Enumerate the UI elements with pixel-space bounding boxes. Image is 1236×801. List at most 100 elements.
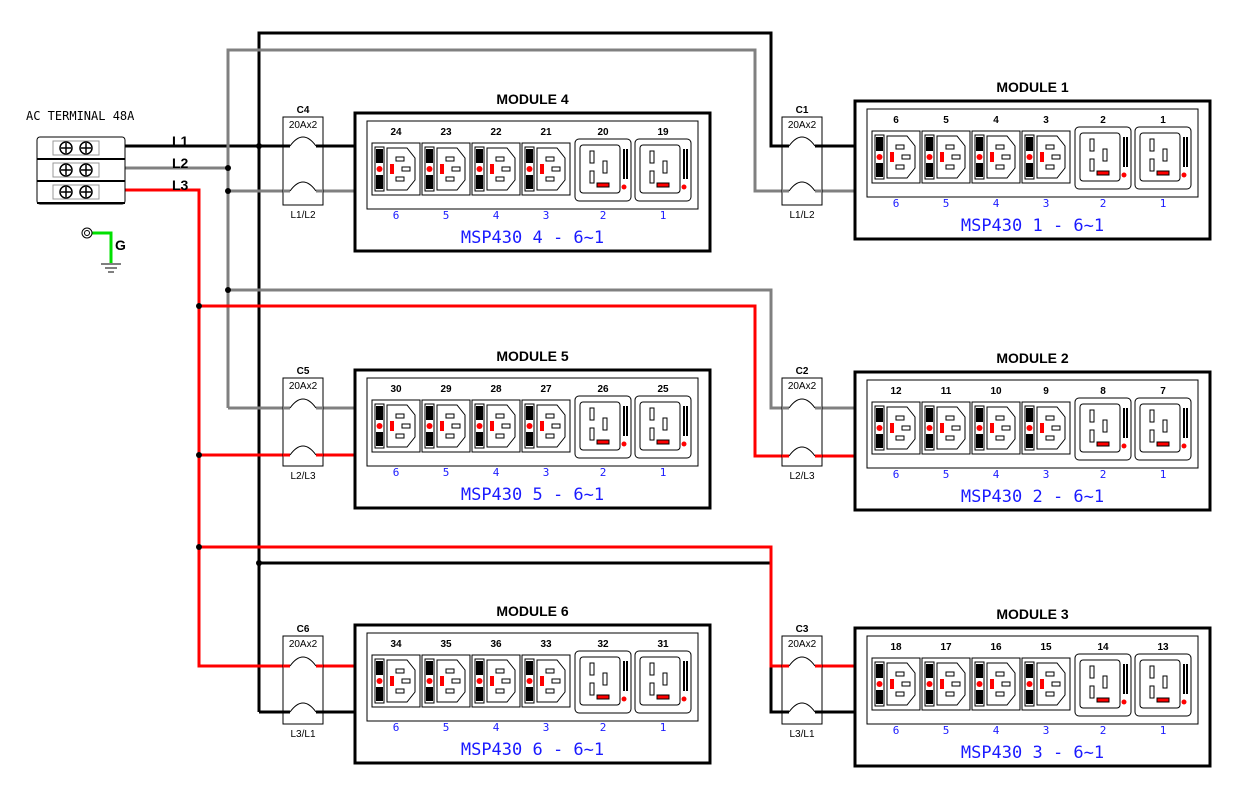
rating-text [683, 406, 685, 436]
junction-l3-module-2 [196, 303, 202, 309]
switch-bottom [426, 687, 433, 701]
rating-text [626, 661, 628, 691]
outlet-position: 6 [393, 466, 400, 479]
outlet-number: 31 [657, 639, 669, 650]
switch-top [426, 406, 433, 420]
rating-text [1123, 137, 1125, 167]
iec-c13-outlet-icon [521, 142, 571, 196]
outlet-body [1036, 135, 1066, 179]
indicator-led [926, 425, 933, 431]
breaker-contact-arc [788, 702, 816, 713]
junction-l2-module-4 [225, 188, 231, 194]
double-pole-breaker-icon [781, 377, 823, 467]
earth-pin-indicator [490, 164, 494, 174]
switch-bottom [426, 432, 433, 446]
pin-mid [1051, 681, 1061, 687]
module-model: MSP430 6 - 6~1 [461, 740, 604, 760]
pin-mid [451, 678, 461, 684]
pin-top [995, 415, 1005, 421]
pin-top [995, 671, 1005, 677]
pin-bottom [589, 170, 595, 184]
ac-terminal-block: AC TERMINAL 48A L1 L2 L3 G [26, 109, 189, 273]
indicator-led [426, 166, 433, 172]
earth-pin-indicator [1156, 697, 1170, 703]
pin-bottom [945, 164, 955, 170]
outlet-number: 23 [440, 127, 452, 138]
indicator-led [621, 441, 627, 447]
outlet-position: 4 [493, 466, 500, 479]
pin-mid [1051, 425, 1061, 431]
outlet-position: 4 [993, 724, 1000, 737]
iec-c19-outlet-icon [574, 650, 632, 714]
indicator-led [1121, 443, 1127, 449]
pin-top [1149, 409, 1155, 423]
screw-terminal-icon [59, 163, 73, 177]
outlet-position: 3 [543, 466, 550, 479]
pin-mid [501, 678, 511, 684]
outlet-number: 35 [440, 639, 452, 650]
outlet-number: 15 [1040, 642, 1052, 653]
module-title: MODULE 3 [996, 606, 1069, 622]
ground-symbol-icon [81, 227, 121, 273]
pin-bottom [995, 164, 1005, 170]
outlet-number: 19 [657, 127, 669, 138]
indicator-led [526, 678, 533, 684]
pin-bottom [1089, 158, 1095, 172]
pin-top [445, 413, 455, 419]
pin-mid [451, 166, 461, 172]
earth-pin-indicator [1040, 152, 1044, 162]
indicator-led [526, 166, 533, 172]
iec-c13-outlet-icon [871, 401, 921, 455]
iec-c13-outlet-icon [471, 142, 521, 196]
iec-c13-outlet-icon [871, 130, 921, 184]
indicator-led [1026, 681, 1033, 687]
breaker-name: C5 [297, 366, 310, 377]
earth-pin-indicator [940, 679, 944, 689]
outlet-body [886, 406, 916, 450]
switch-bottom [426, 175, 433, 189]
breaker-name: C3 [796, 624, 809, 635]
pin-bottom [1045, 691, 1055, 697]
earth-pin-indicator [656, 439, 670, 445]
pin-bottom [895, 164, 905, 170]
pin-bottom [1045, 164, 1055, 170]
pin-top [649, 407, 655, 421]
switch-bottom [876, 434, 883, 448]
outlet-position: 3 [1043, 724, 1050, 737]
breaker-contact-arc [788, 656, 816, 667]
earth-pin-indicator [540, 421, 544, 431]
iec-c13-outlet-icon [1021, 657, 1071, 711]
outlet-number: 24 [390, 127, 402, 138]
pin-bottom [589, 427, 595, 441]
pin-bottom [395, 433, 405, 439]
pin-mid [551, 166, 561, 172]
pin-top [395, 668, 405, 674]
pin-top [945, 144, 955, 150]
rating-text [1186, 137, 1188, 167]
outlet-number: 27 [540, 384, 552, 395]
pin-top [445, 668, 455, 674]
breaker-name: C4 [297, 105, 310, 116]
module-model: MSP430 3 - 6~1 [961, 743, 1104, 763]
iec-c19-outlet-icon [634, 650, 692, 714]
indicator-led [1026, 425, 1033, 431]
screw-terminal-icon [59, 141, 73, 155]
outlet-body [436, 147, 466, 191]
outlet-body [486, 659, 516, 703]
indicator-led [476, 423, 483, 429]
pin-mid [401, 423, 411, 429]
breaker-phases: L1/L2 [290, 210, 315, 221]
switch-top [526, 661, 533, 675]
iec-c13-outlet-icon [971, 130, 1021, 184]
outlet-number: 33 [540, 639, 552, 650]
outlet-position: 6 [893, 197, 900, 210]
rating-text [1126, 137, 1128, 167]
pin-mid [401, 678, 411, 684]
rating-text [626, 406, 628, 436]
indicator-led [376, 166, 383, 172]
